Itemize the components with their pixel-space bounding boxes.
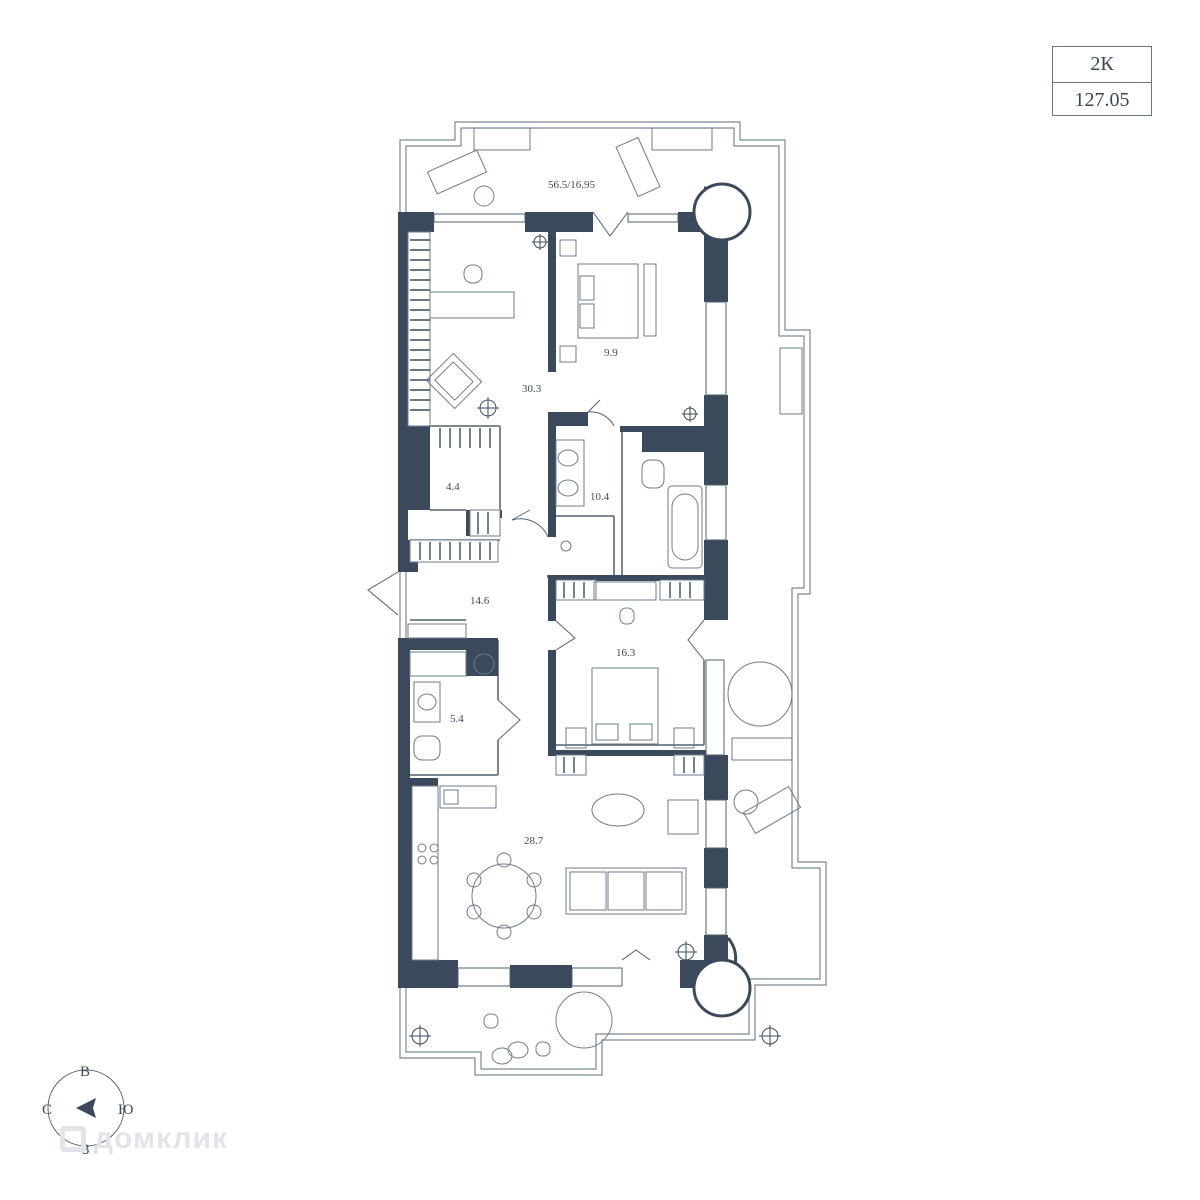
armchair	[667, 799, 699, 835]
umbrella	[555, 991, 613, 1049]
bay-corners	[692, 182, 752, 1018]
nightstand	[559, 239, 577, 257]
bed-1	[577, 263, 639, 339]
planter	[651, 127, 713, 151]
compass-west: С	[42, 1102, 52, 1118]
room-area-hall: 14.6	[470, 595, 490, 607]
umbrella	[727, 661, 793, 727]
sink	[443, 789, 459, 805]
kitchen-counter	[411, 785, 439, 961]
shower-drain	[560, 540, 572, 552]
doors	[367, 211, 705, 961]
side-table	[733, 789, 759, 815]
side-table	[473, 185, 495, 207]
coffee-table	[591, 793, 645, 827]
dining-table	[471, 863, 537, 929]
compass: В С Ю З	[42, 1064, 133, 1158]
washer	[409, 651, 467, 677]
room-area-bedroom-2: 16.3	[616, 647, 636, 659]
sink-counter	[413, 681, 441, 723]
room-area-closet: 4.4	[446, 481, 460, 493]
planter	[779, 347, 803, 415]
compass-east: Ю	[118, 1102, 133, 1118]
sun-lounger	[426, 149, 488, 195]
wardrobes	[407, 231, 705, 776]
compass-north: В	[80, 1064, 90, 1080]
watermark-text: домклик	[94, 1122, 229, 1155]
sun-lounger	[731, 737, 793, 761]
sun-lounger	[615, 136, 661, 198]
armchair	[425, 352, 483, 410]
compass-arrow-icon	[76, 1098, 96, 1118]
desk-chair	[463, 264, 483, 284]
nightstand	[673, 727, 695, 749]
plant-icons	[409, 234, 781, 1047]
room-area-study: 30.3	[522, 383, 542, 395]
domclick-logo-icon	[60, 1126, 86, 1152]
planter	[473, 127, 531, 151]
windows	[433, 213, 727, 987]
toilet	[413, 735, 441, 761]
room-area-terrace: 56.5/16.95	[548, 179, 596, 191]
room-area-living: 28.7	[524, 835, 544, 847]
desk	[429, 291, 515, 319]
bench	[643, 263, 657, 337]
furniture	[407, 127, 803, 1065]
room-area-bathroom: 10.4	[590, 491, 610, 503]
vanity	[555, 439, 585, 507]
room-area-wc: 5.4	[450, 713, 464, 725]
interior-lines	[410, 425, 705, 776]
desk-chair	[619, 607, 635, 625]
nightstand	[559, 345, 577, 363]
apartment-area: 127.05	[1053, 82, 1151, 118]
sun-lounger	[742, 785, 802, 835]
toilet	[641, 459, 665, 489]
bathtub	[667, 485, 703, 569]
washing-machine	[473, 653, 495, 675]
hall-bench	[407, 623, 467, 639]
compass-south: З	[82, 1142, 90, 1158]
terrace-outline	[399, 121, 827, 1076]
watermark: домклик	[60, 1122, 228, 1156]
bed-2	[591, 667, 659, 745]
sofa	[565, 867, 687, 915]
nightstand	[565, 727, 587, 749]
room-labels: 56.5/16.95 30.3 9.9 4.4 10.4 14.6 16.3 5…	[446, 179, 636, 847]
apartment-type: 2К	[1090, 53, 1114, 75]
bedroom-desk	[593, 581, 657, 601]
room-area-bedroom: 9.9	[604, 347, 618, 359]
apartment-badge: 2К 127.05	[1052, 46, 1152, 116]
